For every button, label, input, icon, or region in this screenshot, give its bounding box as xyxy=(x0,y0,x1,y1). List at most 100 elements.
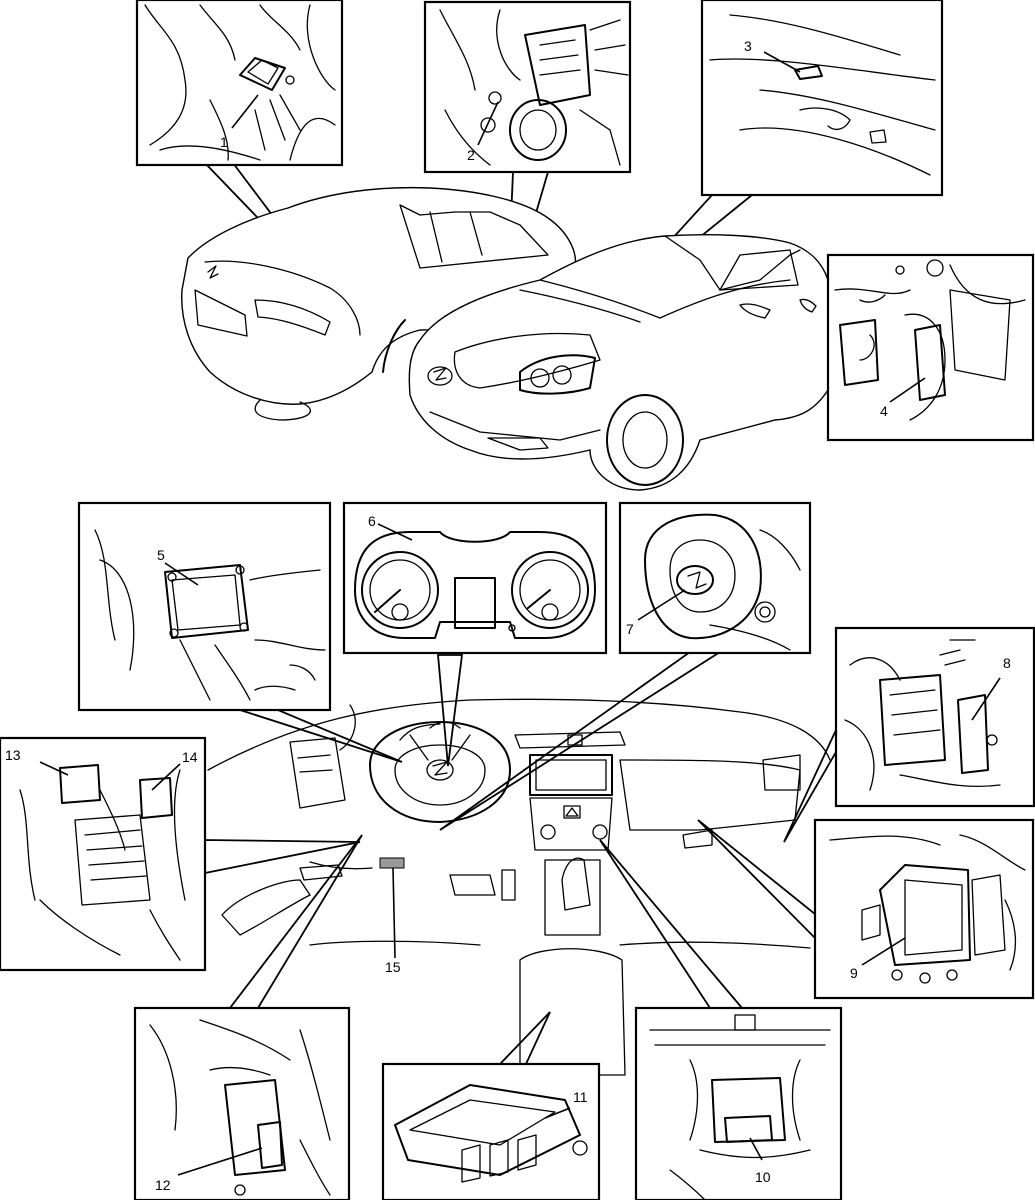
steering-wheel-detail xyxy=(644,513,762,640)
component-13-connector xyxy=(59,764,101,804)
callout-12-label: 12 xyxy=(155,1177,171,1193)
component-3-sensor xyxy=(794,65,823,80)
component-9-junction-block xyxy=(879,864,971,966)
front-fog-lamp xyxy=(487,437,549,451)
detail-panel-5 xyxy=(77,501,332,712)
vehicle-exterior-illustration xyxy=(181,186,829,491)
component-2-unit xyxy=(524,24,591,106)
callout-3-leader xyxy=(763,51,801,73)
rear-car-trunk-line xyxy=(204,260,361,336)
detail-panel-4 xyxy=(826,253,1035,442)
detail-panel-12 xyxy=(133,1006,351,1200)
component-4-connector xyxy=(914,324,946,401)
callout-4-leader xyxy=(889,377,926,403)
center-armrest xyxy=(519,948,626,1076)
callout-6-leader xyxy=(377,523,413,541)
callout-10-label: 10 xyxy=(755,1169,771,1185)
callout-14-label: 14 xyxy=(182,749,198,765)
rear-car-windows xyxy=(399,204,549,269)
panel-5-frame xyxy=(77,501,332,712)
detail-panel-3 xyxy=(700,0,944,197)
callout-8-label: 8 xyxy=(1003,655,1011,671)
rear-wheel-arch xyxy=(382,319,406,373)
callout-5-label: 5 xyxy=(157,547,165,563)
callout-4-label: 4 xyxy=(880,403,888,419)
callout-1-leader xyxy=(231,94,259,129)
component-11-airbag-controller xyxy=(394,1084,581,1176)
tachometer-gauge xyxy=(361,551,439,629)
detail-panel-13-14 xyxy=(0,736,207,972)
ignition-switch xyxy=(754,601,776,623)
pedal xyxy=(449,874,496,896)
component-14-connector xyxy=(139,777,173,819)
leader-wedge-7 xyxy=(439,651,724,831)
rear-plate-recess xyxy=(194,289,248,337)
rear-tail-lamp xyxy=(254,299,331,336)
headlamp-projector-2 xyxy=(552,365,572,385)
component-7-clock-spring xyxy=(676,565,714,595)
front-wheel xyxy=(606,394,684,486)
hvac-knob-right xyxy=(592,824,608,840)
callout-10-leader xyxy=(749,1137,763,1161)
panel-3-frame xyxy=(700,0,944,197)
front-bumper-line xyxy=(429,411,601,441)
rear-emblem-icon xyxy=(207,265,219,279)
callout-2-label: 2 xyxy=(467,147,475,163)
detail-panel-7 xyxy=(618,501,812,655)
panel-4-frame xyxy=(826,253,1035,442)
panel-2-frame xyxy=(423,0,632,174)
callout-9-leader xyxy=(861,937,906,966)
rear-car-exhaust xyxy=(254,399,312,421)
center-console xyxy=(544,859,601,936)
callout-15-leader xyxy=(392,867,396,959)
driver-door-armrest xyxy=(221,879,311,936)
detail-panel-11 xyxy=(381,1062,601,1200)
center-display-screen xyxy=(529,754,613,796)
component-5-module xyxy=(164,564,249,639)
component-8-module xyxy=(957,694,989,774)
callout-labels: 1 2 3 4 5 6 7 8 9 10 11 12 13 14 15 xyxy=(5,38,1011,1193)
detail-panel-1 xyxy=(135,0,344,167)
callout-7-label: 7 xyxy=(626,621,634,637)
master-cylinder-reservoir xyxy=(509,99,567,161)
dashboard-top-line xyxy=(207,698,831,771)
panel-7-frame xyxy=(618,501,812,655)
seat-tops xyxy=(309,940,811,949)
gear-shifter xyxy=(561,857,591,911)
callout-13-leader xyxy=(39,761,69,776)
center-info-display xyxy=(454,577,496,629)
front-side-window xyxy=(719,249,799,291)
center-vents xyxy=(514,731,626,749)
callout-2-leader xyxy=(477,101,499,146)
rear-car-pillars xyxy=(429,211,483,263)
rear-door-handle xyxy=(799,298,817,313)
front-windshield xyxy=(664,235,801,291)
leader-wedge-10 xyxy=(599,839,744,1009)
callout-9-label: 9 xyxy=(850,965,858,981)
front-grille-area xyxy=(453,332,601,389)
detail-panel-8 xyxy=(834,626,1035,808)
front-car-body xyxy=(408,234,829,491)
vehicle-interior-illustration xyxy=(207,698,831,1076)
component-12-connector xyxy=(257,1121,283,1169)
front-door-handle xyxy=(739,303,771,319)
instrument-cluster-housing xyxy=(354,531,596,639)
hvac-knob-left xyxy=(540,824,556,840)
panel-13-14-frame xyxy=(0,736,207,972)
panel-11-frame xyxy=(381,1062,601,1200)
hazard-triangle-icon xyxy=(563,805,581,819)
window-switches xyxy=(299,864,343,881)
steering-emblem-icon xyxy=(426,759,454,781)
headlamp-projector-1 xyxy=(530,368,550,388)
component-10-module xyxy=(724,1115,773,1143)
component-15-marker xyxy=(379,857,405,869)
steering-hub xyxy=(394,744,486,806)
speedometer-gauge xyxy=(511,551,589,629)
steering-wheel xyxy=(369,721,511,823)
callout-15-label: 15 xyxy=(385,959,401,975)
passenger-dash xyxy=(619,759,801,831)
callout-5-leader xyxy=(164,562,199,586)
panel-12-frame xyxy=(133,1006,351,1200)
detail-panel-9 xyxy=(813,818,1035,1000)
